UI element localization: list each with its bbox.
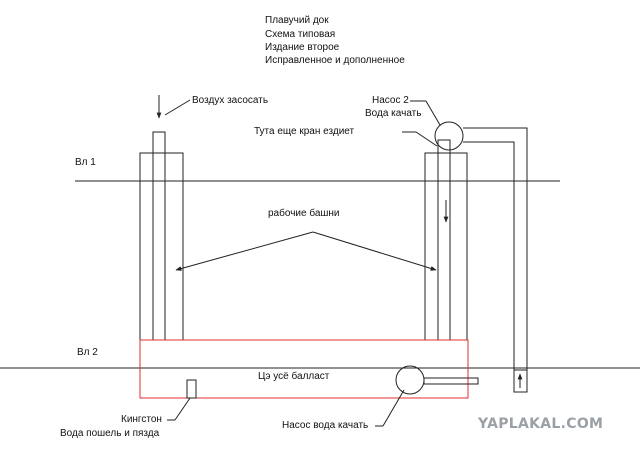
pump-2-pipe-inner xyxy=(463,141,515,370)
kingston-leader-b xyxy=(174,397,191,421)
bottom-pump-icon xyxy=(395,365,425,395)
pump-2-title: Насос 2 xyxy=(372,95,409,106)
towers-arrow-right xyxy=(312,231,437,271)
pump-2-action: Вода качать xyxy=(365,108,421,119)
waterline-1-label: Вл 1 xyxy=(75,157,96,168)
left-tower-inner xyxy=(152,131,166,341)
air-suck-label: Воздух засосать xyxy=(192,95,268,106)
ballast-label: Цэ усё балласт xyxy=(258,370,330,382)
right-tower-inner xyxy=(437,139,451,341)
valve-leader-b xyxy=(415,131,438,147)
air-label-leader xyxy=(164,99,191,116)
header-line-4: Исправленное и дополненное xyxy=(265,55,405,66)
header-line-3: Издание второе xyxy=(265,42,340,53)
pump-2-leader-b xyxy=(425,100,441,126)
pump-2-icon xyxy=(434,121,464,151)
watermark: YAPLAKAL.COM xyxy=(477,416,603,432)
valve-note-label: Тута еще кран ездиет xyxy=(254,126,355,137)
kingston-label: Кингстон xyxy=(121,414,162,425)
header-line-2: Схема типовая xyxy=(265,29,335,40)
kingston-valve xyxy=(186,379,197,399)
towers-arrow-left xyxy=(175,231,314,271)
pump-2-pipe-outer xyxy=(463,127,528,370)
ballast-compartment xyxy=(139,339,469,399)
header-line-1: Плавучий док xyxy=(265,15,329,26)
bottom-pump-pipe xyxy=(423,377,479,385)
pump-2-pipe-outlet xyxy=(513,369,528,393)
waterline-2-label: Вл 2 xyxy=(77,347,98,358)
kingston-note: Вода пошель и пязда xyxy=(60,428,160,439)
bottom-pump-label: Насос вода качать xyxy=(282,420,368,431)
working-towers-label: рабочие башни xyxy=(268,207,340,219)
bottom-pump-leader-b xyxy=(382,389,405,427)
